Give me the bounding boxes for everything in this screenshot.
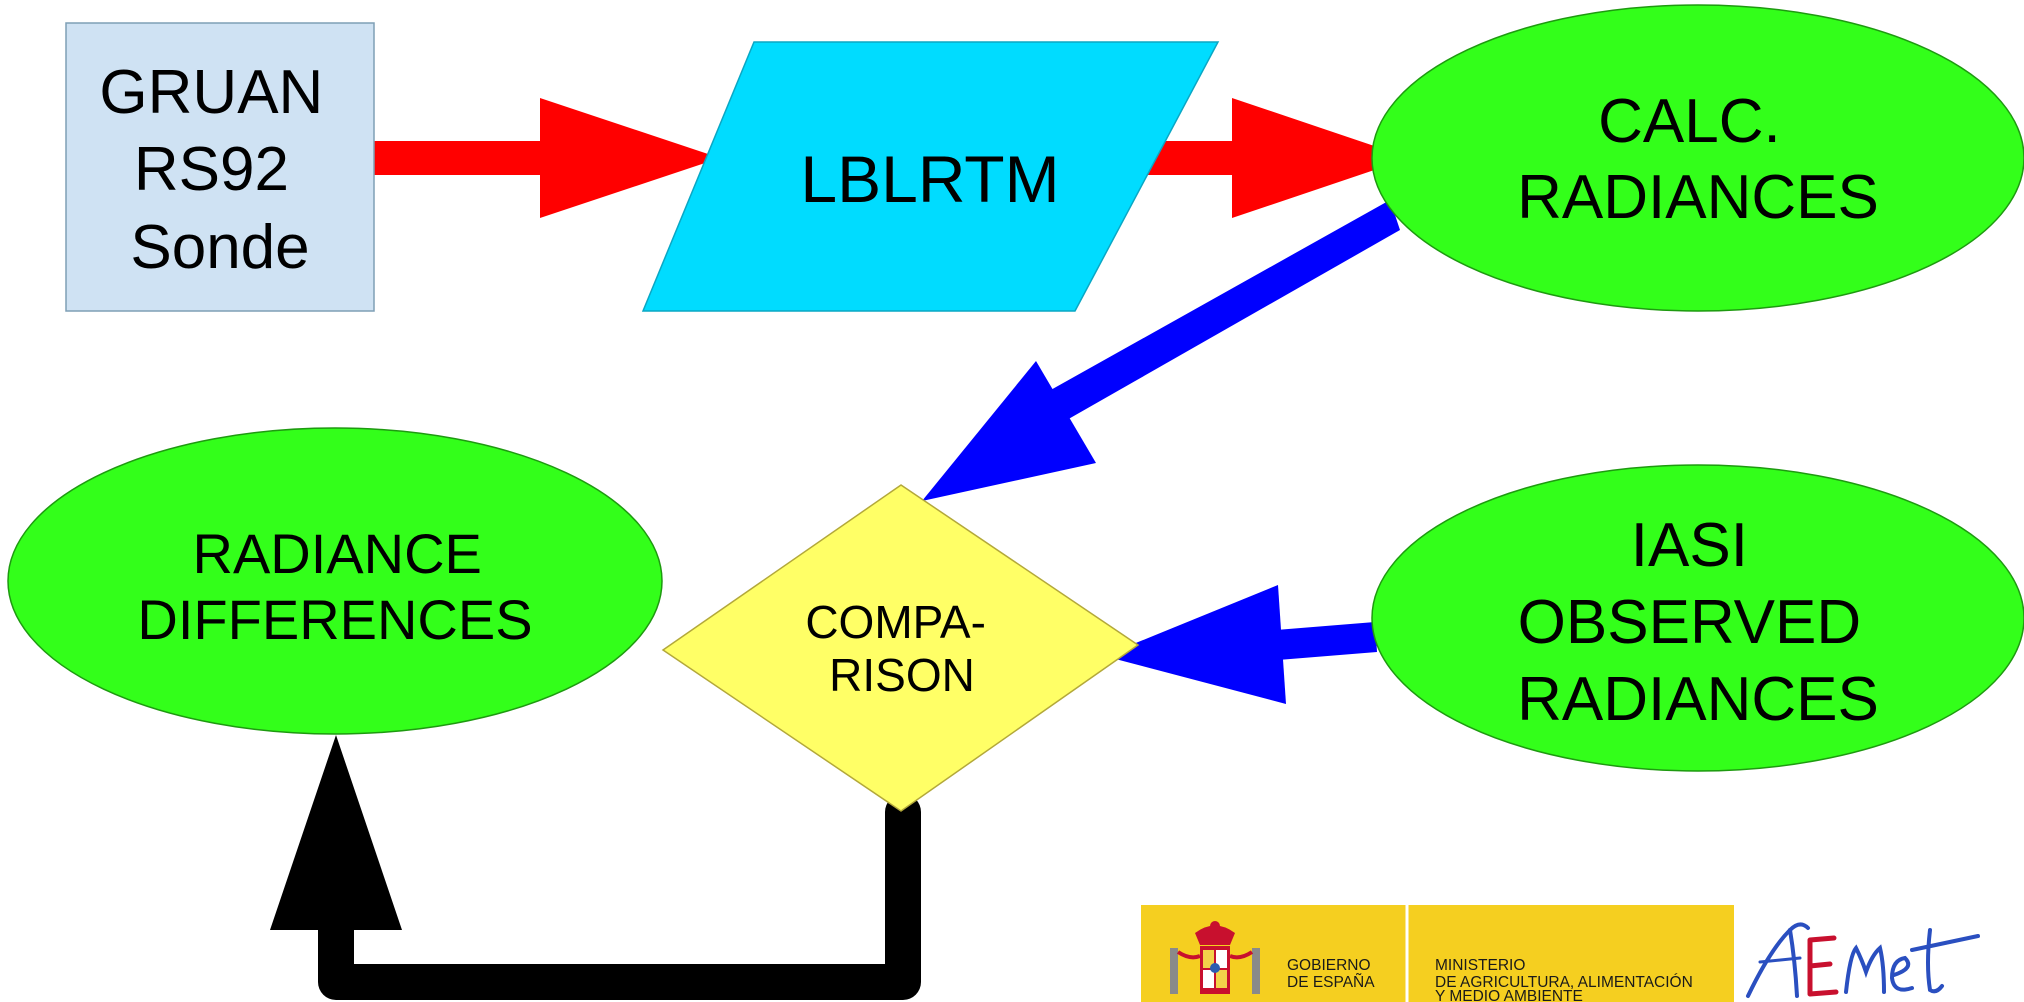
lblrtm-label: LBLRTM xyxy=(800,142,1059,216)
aemet-logo xyxy=(1746,922,1980,998)
svg-text:IASI OBSERVED RADI: IASI OBSERVED RADIANCES xyxy=(1517,511,1879,734)
svg-text:MINISTERIO DE AGRICULTUR: MINISTERIO DE AGRICULTURA, ALIMENTACIÓN … xyxy=(1435,957,1697,1002)
iasi-label-line: RADIANCES xyxy=(1517,665,1879,734)
svg-text:GOBIERNO DE ESPAÑA: GOBIERNO DE ESPAÑA xyxy=(1287,957,1375,991)
ministerio-text: Y MEDIO AMBIENTE xyxy=(1435,988,1583,1002)
ministerio-text: MINISTERIO xyxy=(1435,957,1525,974)
arrow-calc-to-comparison xyxy=(922,200,1400,501)
gruan-label-line: RS92 xyxy=(134,135,289,204)
comparison-label-line: COMPA- xyxy=(805,596,986,648)
government-logo-panel: GOBIERNO DE ESPAÑA MINISTERIO DE AGRICUL… xyxy=(1141,905,1734,1002)
iasi-label-line: OBSERVED xyxy=(1518,588,1861,657)
gruan-label-line: GRUAN xyxy=(99,58,323,127)
comparison-node: COMPA- RISON xyxy=(661,484,1140,812)
svg-text:GRUAN RS92 Sonde: GRUAN RS92 Sonde xyxy=(99,58,340,282)
iasi-label-line: IASI xyxy=(1631,511,1748,580)
arrow-lblrtm-to-calc xyxy=(1142,98,1410,218)
radiance-differences-node: RADIANCE DIFFERENCES xyxy=(7,427,663,735)
gruan-label-line: Sonde xyxy=(130,213,309,282)
calc-radiances-node: CALC. RADIANCES xyxy=(1371,4,2024,312)
differences-label-line: DIFFERENCES xyxy=(137,588,532,651)
gruan-node: GRUAN RS92 Sonde xyxy=(65,22,375,312)
comparison-label-line: RISON xyxy=(829,649,975,701)
lblrtm-node: LBLRTM xyxy=(641,41,1220,312)
svg-text:RADIANCE DIFFERENCES: RADIANCE DIFFERENCES xyxy=(137,522,532,651)
gobierno-text: DE ESPAÑA xyxy=(1287,974,1375,991)
arrow-gruan-to-lblrtm xyxy=(372,98,720,218)
arrow-comparison-to-differences xyxy=(270,735,921,1000)
svg-text:CALC. RADIANCES: CALC. RADIANCES xyxy=(1517,87,1879,232)
gobierno-text: GOBIERNO xyxy=(1287,957,1371,974)
coat-of-arms-icon xyxy=(1170,921,1260,994)
iasi-observed-node: IASI OBSERVED RADIANCES xyxy=(1371,464,2024,772)
calc-label-line: RADIANCES xyxy=(1517,163,1879,232)
calc-label-line: CALC. xyxy=(1598,87,1781,156)
differences-label-line: RADIANCE xyxy=(193,522,482,585)
svg-text:COMPA- RISON: COMPA- RISON xyxy=(805,596,998,701)
arrow-iasi-to-comparison xyxy=(1104,585,1377,704)
ministerio-text: DE AGRICULTURA, ALIMENTACIÓN xyxy=(1435,974,1693,991)
